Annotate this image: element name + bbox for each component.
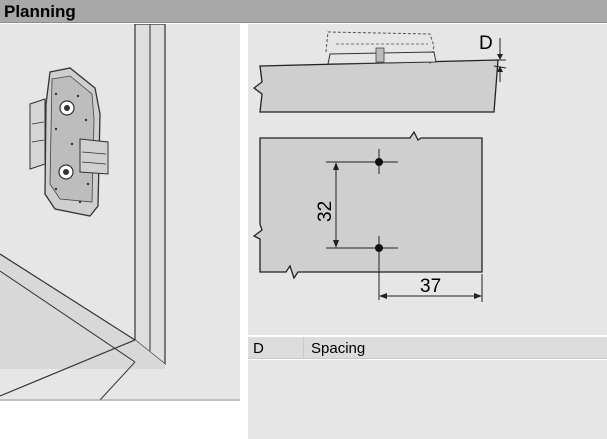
legend-divider [303,337,304,359]
side-view-label-d: D [479,33,493,54]
dimension-vertical: 32 [315,201,336,222]
cabinet-illustration-panel [0,24,240,439]
front-view-panel [252,130,483,280]
drilling-diagram-panel: D 32 37 [248,24,607,335]
side-view-plate [325,31,437,65]
header-bar: Planning [0,0,607,23]
legend-value-spacing: Spacing [311,340,366,357]
side-view-panel [252,59,499,113]
dimension-horizontal: 37 [420,276,441,297]
mounting-plate-icon [29,67,109,217]
page-title: Planning [4,2,76,21]
drill-hole-bottom [326,236,398,300]
drilling-diagram: D 32 37 [252,31,507,302]
empty-panel [248,360,607,439]
cabinet-illustration [0,24,240,439]
drill-hole-top [368,149,398,174]
legend-row: D Spacing [248,337,607,359]
legend-key-d: D [253,340,264,357]
